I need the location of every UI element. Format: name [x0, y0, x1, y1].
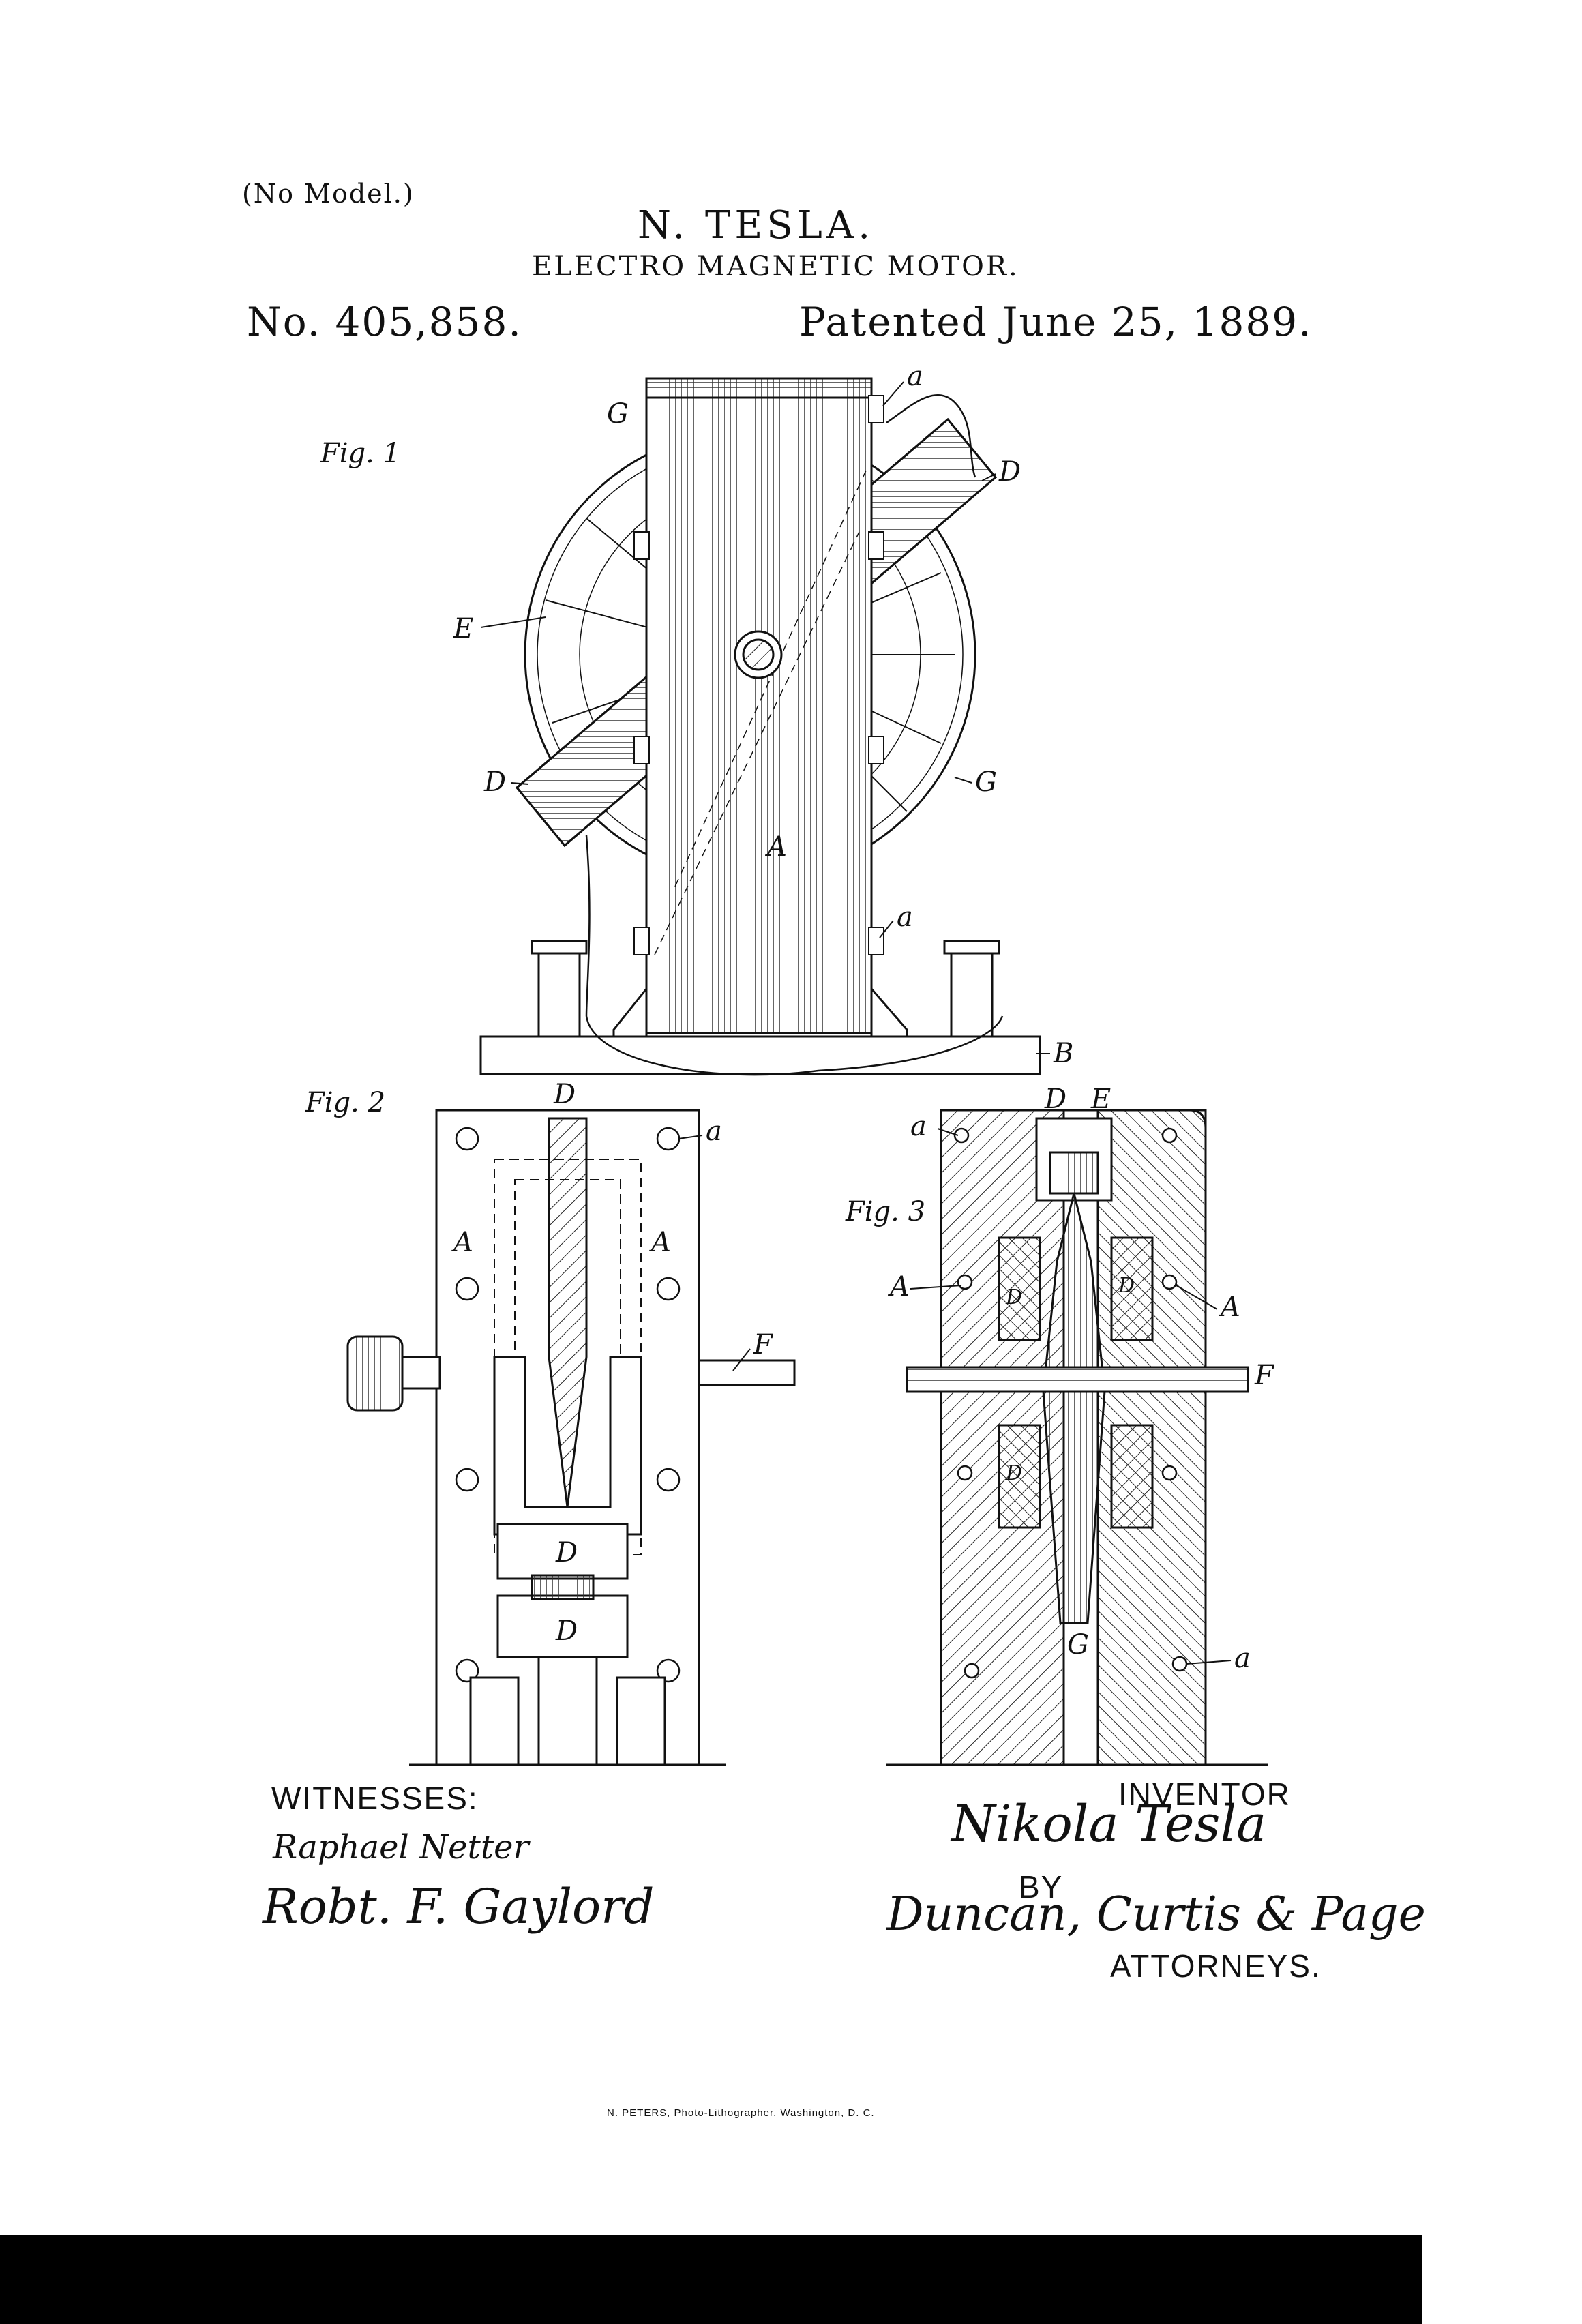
fig1-ref-d-top: D	[998, 456, 1021, 488]
fig3-ref-d-inner-2: D	[1118, 1274, 1135, 1298]
inventor-signature: Nikola Tesla	[950, 1795, 1266, 1853]
fig2-ref-a-right: A	[648, 1227, 671, 1258]
figure-3	[886, 1109, 1268, 1766]
fig1-ref-e: E	[453, 613, 473, 644]
patent-title: ELECTRO MAGNETIC MOTOR.	[532, 251, 1019, 282]
fig3-ref-e-top: E	[1090, 1084, 1111, 1115]
witness-signature-2: Robt. F. Gaylord	[261, 1879, 654, 1935]
fig3-ref-f: F	[1254, 1360, 1274, 1391]
attorneys-label: ATTORNEYS.	[1110, 1948, 1322, 1984]
attorneys-signature: Duncan, Curtis & Page	[885, 1888, 1426, 1941]
fig1-ref-a-frame: A	[764, 831, 787, 863]
fig3-ref-a-left: A	[887, 1271, 910, 1302]
fig3-ref-a-right: A	[1218, 1292, 1240, 1323]
inventor-heading: N. TESLA.	[638, 203, 875, 248]
fig3-ref-g: G	[1067, 1629, 1089, 1660]
fig2-ref-d-low: D	[555, 1615, 578, 1647]
fig3-ref-d-top: D	[1044, 1084, 1066, 1115]
patent-date: Patented June 25, 1889.	[799, 299, 1313, 345]
fig2-label: Fig. 2	[305, 1087, 385, 1118]
fig1-label: Fig. 1	[320, 438, 400, 469]
fig1-ref-g-top: G	[607, 398, 629, 430]
fig3-ref-d-inner-3: D	[1005, 1461, 1022, 1485]
figure-2	[346, 1109, 796, 1766]
fig2-ref-d-top: D	[553, 1079, 576, 1110]
no-model-note: (No Model.)	[242, 179, 415, 209]
fig1-ref-a-bottom: a	[897, 902, 913, 933]
scan-border-bar	[0, 2235, 1422, 2324]
lithographer-credit: N. PETERS, Photo-Lithographer, Washingto…	[607, 2107, 875, 2119]
fig2-ref-a-left: A	[451, 1227, 473, 1258]
fig1-ref-d-left: D	[483, 766, 506, 798]
witness-signature-1: Raphael Netter	[272, 1828, 531, 1866]
by-label: BY	[1019, 1869, 1064, 1905]
fig3-ref-a-top: a	[910, 1111, 927, 1142]
inventor-label: INVENTOR	[1118, 1776, 1291, 1812]
witnesses-label: WITNESSES:	[271, 1781, 479, 1816]
fig3-ref-a-bottom: a	[1234, 1643, 1251, 1674]
patent-number: No. 405,858.	[247, 299, 522, 345]
figure-1	[479, 377, 1041, 1076]
fig2-ref-d-mid: D	[555, 1537, 578, 1568]
fig3-label: Fig. 3	[845, 1196, 925, 1227]
fig2-ref-a: a	[706, 1116, 722, 1147]
fig1-ref-g-right: G	[975, 766, 997, 798]
fig1-ref-b: B	[1053, 1038, 1073, 1069]
fig2-ref-f: F	[753, 1329, 773, 1360]
fig1-ref-a-top: a	[907, 361, 923, 392]
fig3-ref-d-inner-1: D	[1005, 1285, 1022, 1309]
